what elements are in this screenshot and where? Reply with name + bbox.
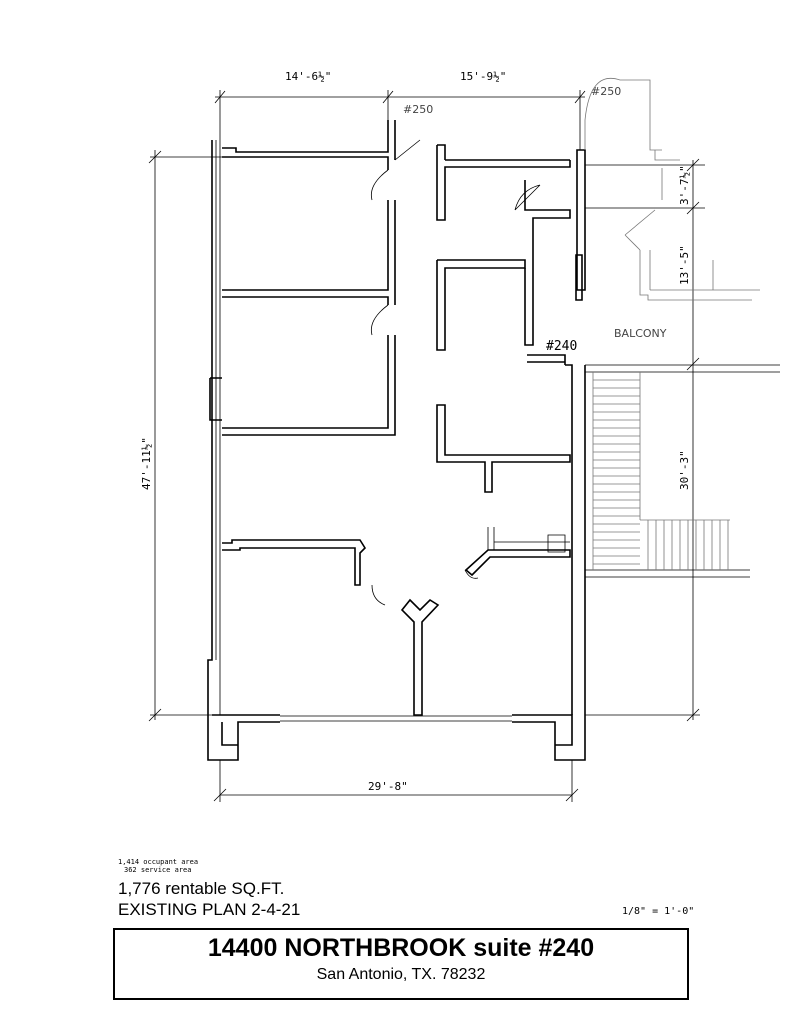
plan-labels: #250 #250 #240 BALCONY bbox=[403, 85, 667, 354]
title: 14400 NORTHBROOK suite #240 bbox=[207, 934, 595, 962]
dim-top-left: 14'-6½" bbox=[285, 70, 331, 83]
dimension-lines bbox=[148, 90, 705, 802]
service-area: 362 service area bbox=[124, 866, 192, 874]
rentable-area: 1,776 rentable SQ.FT. bbox=[118, 879, 285, 898]
dim-right-middle: 13'-5" bbox=[678, 245, 691, 285]
address: San Antonio, TX. 78232 bbox=[316, 966, 486, 983]
walls bbox=[207, 78, 780, 761]
plan-notes: 1,776 rentable SQ.FT. EXISTING PLAN 2-4-… bbox=[118, 878, 300, 920]
dim-bottom: 29'-8" bbox=[368, 780, 408, 793]
scale-note: 1/8" = 1'-0" bbox=[622, 906, 695, 917]
dim-right-upper: 3'-7½" bbox=[678, 165, 691, 205]
dim-left: 47'-11½" bbox=[140, 437, 153, 490]
door-label-250-a: #250 bbox=[403, 103, 433, 116]
plan-date: EXISTING PLAN 2-4-21 bbox=[118, 900, 301, 919]
occupant-area: 1,414 occupant area bbox=[118, 858, 199, 866]
suite-label-240: #240 bbox=[546, 339, 577, 354]
dimension-text: 14'-6½" 15'-9½" 29'-8" 47'-11½" 3'-7½" 1… bbox=[140, 70, 691, 793]
dim-right-lower: 30'-3" bbox=[678, 450, 691, 490]
door-label-250-b: #250 bbox=[591, 85, 621, 98]
balcony-label: BALCONY bbox=[614, 327, 667, 340]
title-block: 14400 NORTHBROOK suite #240 San Antonio,… bbox=[113, 928, 689, 1000]
area-notes: 1,414 occupant area 362 service area bbox=[118, 858, 198, 874]
dim-top-right: 15'-9½" bbox=[460, 70, 506, 83]
